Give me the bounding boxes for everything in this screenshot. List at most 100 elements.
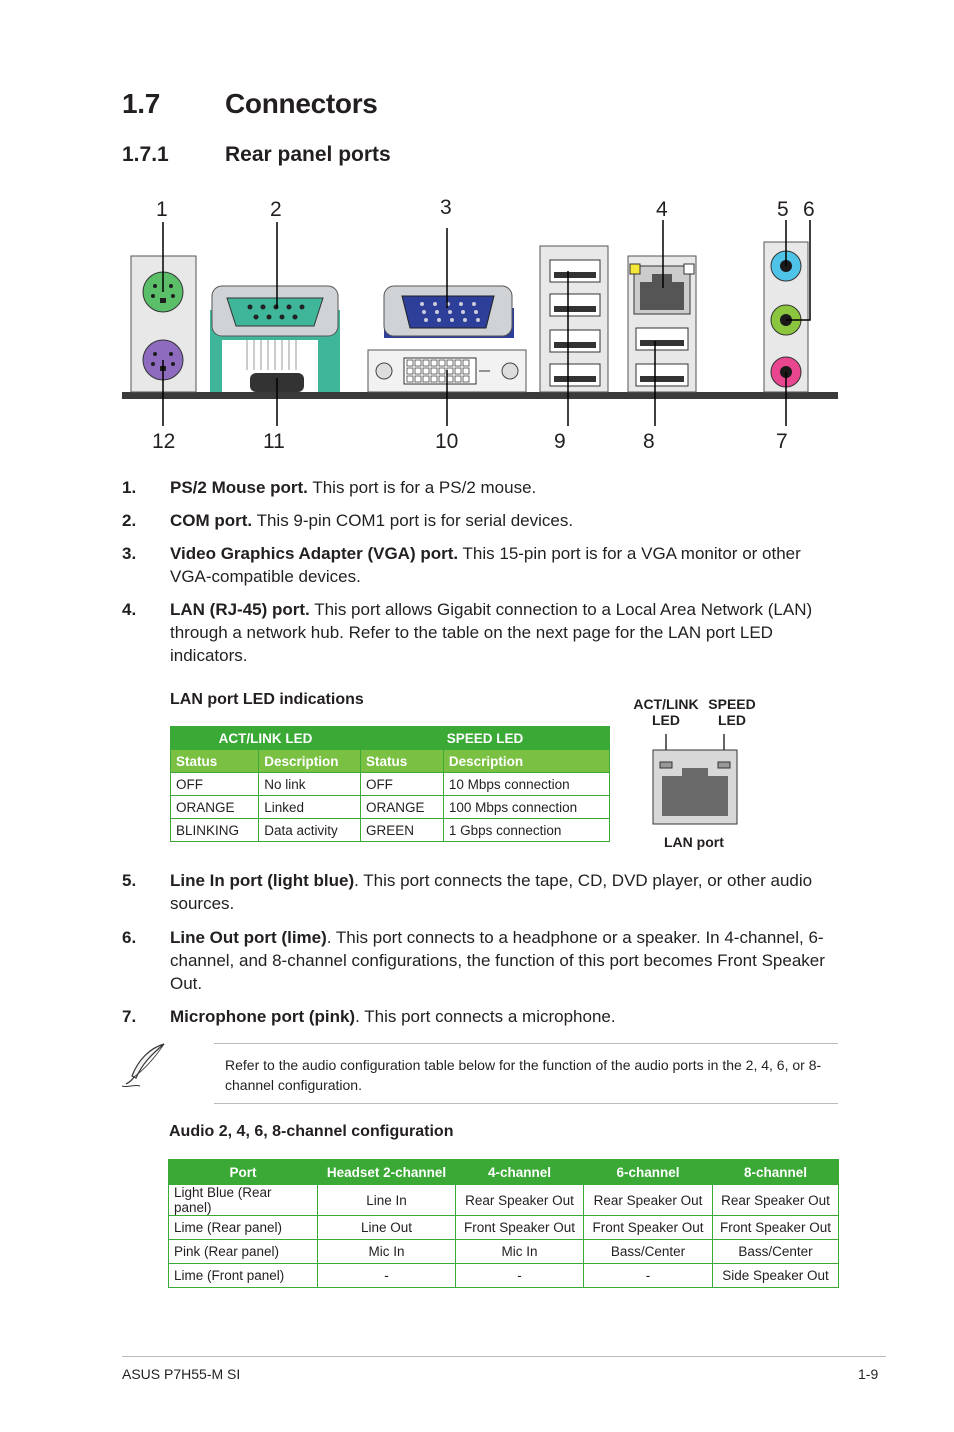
item-number: 3. (122, 544, 137, 563)
list-item: 4. LAN (RJ-45) port. This port allows Gi… (122, 598, 838, 667)
item-number: 5. (122, 871, 137, 890)
callout-3: 3 (440, 196, 452, 219)
group-header: ACT/LINK LED (170, 726, 361, 750)
table-cell: Bass/Center (583, 1239, 713, 1264)
table-cell: BLINKING (169, 818, 260, 842)
table-cell: ORANGE (169, 795, 260, 819)
lan-port-icon (652, 734, 738, 825)
item-text: This 15-pin port is for a VGA monitor or… (170, 544, 801, 586)
column-header: 6-channel (583, 1159, 713, 1185)
callout-4: 4 (656, 198, 668, 221)
table-cell: Mic In (317, 1239, 456, 1264)
footer-product: ASUS P7H55-M SI (122, 1366, 241, 1382)
table-cell: 10 Mbps connection (442, 772, 611, 796)
item-text: . This port connects to a headphone or a… (170, 928, 825, 993)
callout-11: 11 (263, 430, 285, 453)
item-title: Video Graphics Adapter (VGA) port. (170, 544, 459, 563)
group-header: SPEED LED (359, 726, 611, 750)
table-cell: - (455, 1263, 584, 1288)
table-cell: 100 Mbps connection (442, 795, 611, 819)
column-header: Description (258, 749, 361, 773)
section-number: 1.7 (122, 88, 161, 119)
column-header: Port (168, 1159, 318, 1185)
table-cell: Line Out (317, 1215, 456, 1240)
page-number: 1-9 (858, 1366, 879, 1382)
table-cell: Bass/Center (712, 1239, 839, 1264)
audio-config-table: Port Headset 2-channel 4-channel 6-chann… (168, 1159, 839, 1288)
table-cell: - (317, 1263, 456, 1288)
table-cell: Side Speaker Out (712, 1263, 839, 1288)
item-text: This port allows Gigabit connection to a… (170, 600, 813, 665)
lan-port-figure: ACT/LINK LED SPEED LED LAN port (620, 694, 770, 854)
table-cell: Front Speaker Out (583, 1215, 713, 1240)
table-cell: GREEN (359, 818, 444, 842)
table-row: OFF No link OFF 10 Mbps connection (169, 772, 611, 796)
item-title: Line Out port (lime) (170, 928, 327, 947)
item-number: 2. (122, 511, 137, 530)
callout-9: 9 (554, 430, 566, 453)
callout-6: 6 (803, 198, 815, 221)
footer-rule (122, 1356, 886, 1357)
table-cell: OFF (359, 772, 444, 796)
speed-led-label: SPEED LED (708, 696, 756, 728)
column-header: 8-channel (712, 1159, 839, 1185)
item-text: . This port connects the tape, CD, DVD p… (170, 871, 813, 913)
lan-port-label: LAN port (664, 834, 724, 850)
table-cell: Rear Speaker Out (712, 1184, 839, 1216)
table-cell: Data activity (258, 818, 361, 842)
list-item: 7. Microphone port (pink). This port con… (122, 1005, 838, 1028)
subsection-number: 1.7.1 (122, 143, 169, 166)
item-title: COM port. (170, 511, 253, 530)
column-header: Status (359, 749, 444, 773)
table-cell: Front Speaker Out (712, 1215, 839, 1240)
item-text: This 9-pin COM1 port is for serial devic… (252, 511, 574, 530)
column-header: Status (169, 749, 260, 773)
table-cell: Front Speaker Out (455, 1215, 584, 1240)
table-row: ORANGE Linked ORANGE 100 Mbps connection (169, 795, 611, 819)
table-cell: Light Blue (Rear panel) (168, 1184, 318, 1216)
list-item: 1. PS/2 Mouse port. This port is for a P… (122, 476, 838, 499)
lan-table-title: LAN port LED indications (170, 691, 364, 708)
rear-panel-diagram: 1 2 3 4 5 6 12 11 10 9 8 7 (122, 190, 838, 460)
callout-12: 12 (152, 430, 176, 453)
section-title: Connectors (225, 88, 378, 119)
column-header: 4-channel (455, 1159, 584, 1185)
audio-table-title: Audio 2, 4, 6, 8-channel configuration (169, 1123, 454, 1140)
subsection-title: Rear panel ports (225, 143, 391, 166)
table-cell: ORANGE (359, 795, 444, 819)
note-divider-bottom (214, 1103, 838, 1104)
item-title: LAN (RJ-45) port. (170, 600, 310, 619)
callout-2: 2 (270, 198, 282, 221)
item-title: Microphone port (pink) (170, 1007, 356, 1026)
table-cell: Pink (Rear panel) (168, 1239, 318, 1264)
table-row: Light Blue (Rear panel) Line In Rear Spe… (168, 1184, 839, 1216)
item-title: PS/2 Mouse port. (170, 478, 308, 497)
list-item: 3. Video Graphics Adapter (VGA) port. Th… (122, 542, 838, 588)
callout-7: 7 (776, 430, 788, 453)
note-text: Refer to the audio configuration table b… (225, 1057, 822, 1093)
callout-1: 1 (156, 198, 168, 221)
item-number: 6. (122, 928, 137, 947)
item-title: Line In port (light blue) (170, 871, 355, 890)
table-cell: Lime (Rear panel) (168, 1215, 318, 1240)
column-header: Description (442, 749, 611, 773)
table-row: Lime (Front panel) - - - Side Speaker Ou… (168, 1263, 839, 1288)
list-item: 6. Line Out port (lime). This port conne… (122, 926, 838, 995)
table-cell: No link (258, 772, 361, 796)
list-item: 5. Line In port (light blue). This port … (122, 869, 838, 915)
item-number: 7. (122, 1007, 137, 1026)
table-row: Pink (Rear panel) Mic In Mic In Bass/Cen… (168, 1239, 839, 1264)
item-number: 4. (122, 600, 137, 619)
item-number: 1. (122, 478, 137, 497)
rear-panel-illustration (122, 220, 838, 426)
list-item: 2. COM port. This 9-pin COM1 port is for… (122, 509, 838, 532)
table-cell: Line In (317, 1184, 456, 1216)
lan-led-table: ACT/LINK LED SPEED LED Status Descriptio… (169, 726, 611, 842)
item-text: This port is for a PS/2 mouse. (307, 478, 537, 497)
callout-8: 8 (643, 430, 655, 453)
table-cell: Mic In (455, 1239, 584, 1264)
note-feather-icon (121, 1043, 165, 1088)
item-text: . This port connects a microphone. (355, 1007, 616, 1026)
column-header: Headset 2-channel (317, 1159, 456, 1185)
table-cell: Rear Speaker Out (583, 1184, 713, 1216)
